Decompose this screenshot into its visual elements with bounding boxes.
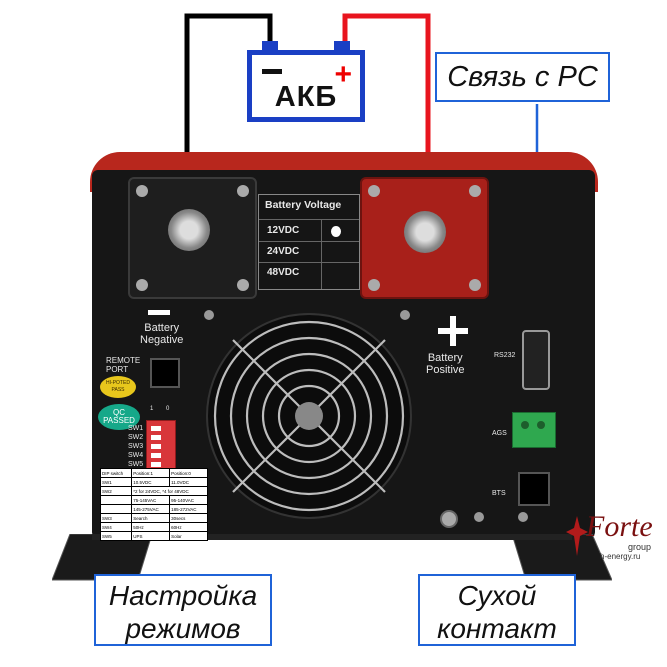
table-row: SW4 50Hz 60Hz — [99, 522, 208, 532]
ags-label: AGS — [492, 430, 507, 437]
switch-labels: SW1 SW2 SW3 SW4 SW5 — [128, 425, 144, 468]
callout-pc-link: Связь с РС — [435, 52, 610, 102]
table-row: SW2 *2 for 24VDC, *4 for 48VDC — [99, 486, 208, 496]
ground-icon — [440, 510, 458, 528]
callout-pc-text: Связь с РС — [447, 61, 598, 93]
red-wire — [342, 13, 431, 228]
callout-modes-line1: Настройка — [108, 580, 258, 611]
remote-port-label: REMOTE PORT — [106, 356, 141, 374]
bts-jack[interactable] — [518, 472, 550, 506]
bts-label: BTS — [492, 490, 506, 497]
battery-minus-sign — [262, 69, 282, 74]
voltage-option-48: 48VDC — [267, 267, 300, 278]
screw-icon — [204, 310, 214, 320]
qc-passed-sticker: QC PASSED — [98, 404, 140, 430]
ags-terminal-block[interactable] — [512, 412, 556, 448]
battery-negative-label: Battery Negative — [140, 322, 184, 346]
callout-dry-line2: контакт — [437, 613, 557, 644]
positive-symbol — [438, 316, 468, 346]
dip-header-1: 1 — [150, 406, 154, 412]
battery-negative-terminal — [262, 41, 278, 55]
voltage-option-24: 24VDC — [267, 246, 300, 257]
logo-brand: Forte — [586, 510, 653, 543]
dip-switch[interactable] — [146, 420, 176, 470]
table-row: 75-145VAC 95-140VAC — [99, 495, 208, 505]
battery-label: АКБ — [274, 81, 338, 113]
negative-terminal — [128, 177, 257, 299]
battery-voltage-title: Battery Voltage — [265, 199, 342, 211]
voltage-selected-indicator — [331, 226, 341, 237]
forte-logo: Forte group h-energy.ru — [566, 512, 664, 570]
table-row: DIP switch Position:1 Position:0 — [99, 468, 208, 478]
screw-icon — [400, 310, 410, 320]
negative-symbol — [148, 310, 170, 315]
dip-switch-table: DIP switch Position:1 Position:0 SW1 10.… — [99, 468, 208, 541]
screw-icon — [474, 512, 484, 522]
table-row: SW3 Search 30secs — [99, 513, 208, 523]
table-row: SW5 UPS Solar — [99, 531, 208, 541]
voltage-option-12: 12VDC — [267, 225, 300, 236]
logo-mark-icon — [566, 516, 588, 556]
dip-header-0: 0 — [166, 406, 170, 412]
battery-positive-label: Battery Positive — [426, 352, 465, 376]
battery-voltage-table: Battery Voltage 12VDC 24VDC 48VDC — [258, 194, 360, 290]
callout-dry-line1: Сухой — [457, 580, 537, 611]
remote-port-jack — [150, 358, 180, 388]
callout-modes-line2: режимов — [125, 613, 241, 644]
fan-grille — [206, 313, 412, 519]
battery-positive-terminal — [334, 41, 350, 55]
battery-icon: + АКБ — [247, 41, 365, 122]
callout-dry-contact: Сухой контакт — [418, 574, 576, 646]
rs232-label: RS232 — [494, 352, 516, 359]
rs232-port[interactable] — [522, 330, 550, 390]
battery-plus-sign: + — [334, 58, 352, 91]
positive-terminal — [360, 177, 489, 299]
hipot-pass-sticker: HI-POTED PASS — [100, 376, 136, 398]
table-row: SW1 10.5VDC 11.0VDC — [99, 477, 208, 487]
table-row: 145-275VAC 185-272VAC — [99, 504, 208, 514]
callout-modes: Настройка режимов — [94, 574, 272, 646]
logo-site: h-energy.ru — [600, 552, 641, 561]
black-wire — [184, 13, 273, 235]
screw-icon — [518, 512, 528, 522]
logo-sub: group — [628, 542, 652, 552]
